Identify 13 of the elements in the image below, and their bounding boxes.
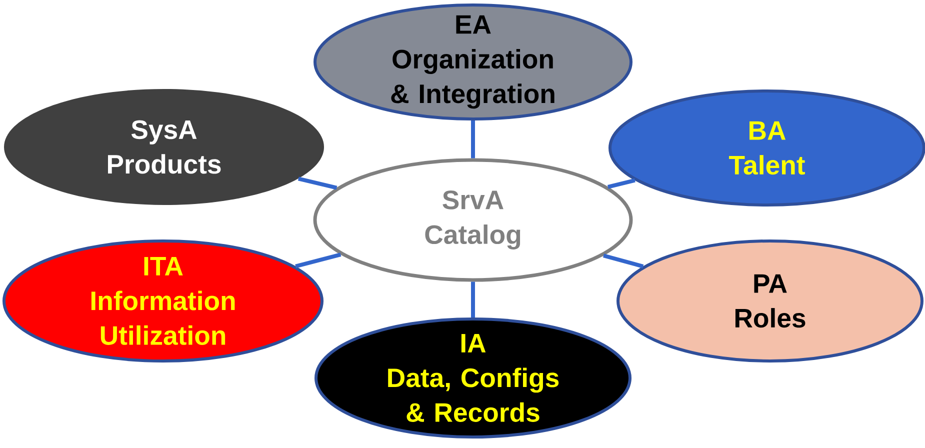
ellipse-node: SrvA Catalog [313, 158, 633, 282]
connector-line [603, 254, 644, 268]
ellipse-node: SysA Products [4, 89, 324, 205]
connector-line [471, 282, 475, 318]
ellipse-node: BA Talent [608, 90, 925, 206]
connector-line [471, 120, 475, 158]
connector-line [298, 176, 338, 190]
ellipse-node: EA Organization & Integration [314, 4, 632, 120]
connector-line [607, 178, 636, 189]
connector-line [295, 252, 342, 268]
ellipse-node: IA Data, Configs & Records [314, 318, 632, 438]
ellipse-node: PA Roles [616, 240, 924, 362]
ellipse-node: ITA Information Utilization [2, 240, 324, 362]
